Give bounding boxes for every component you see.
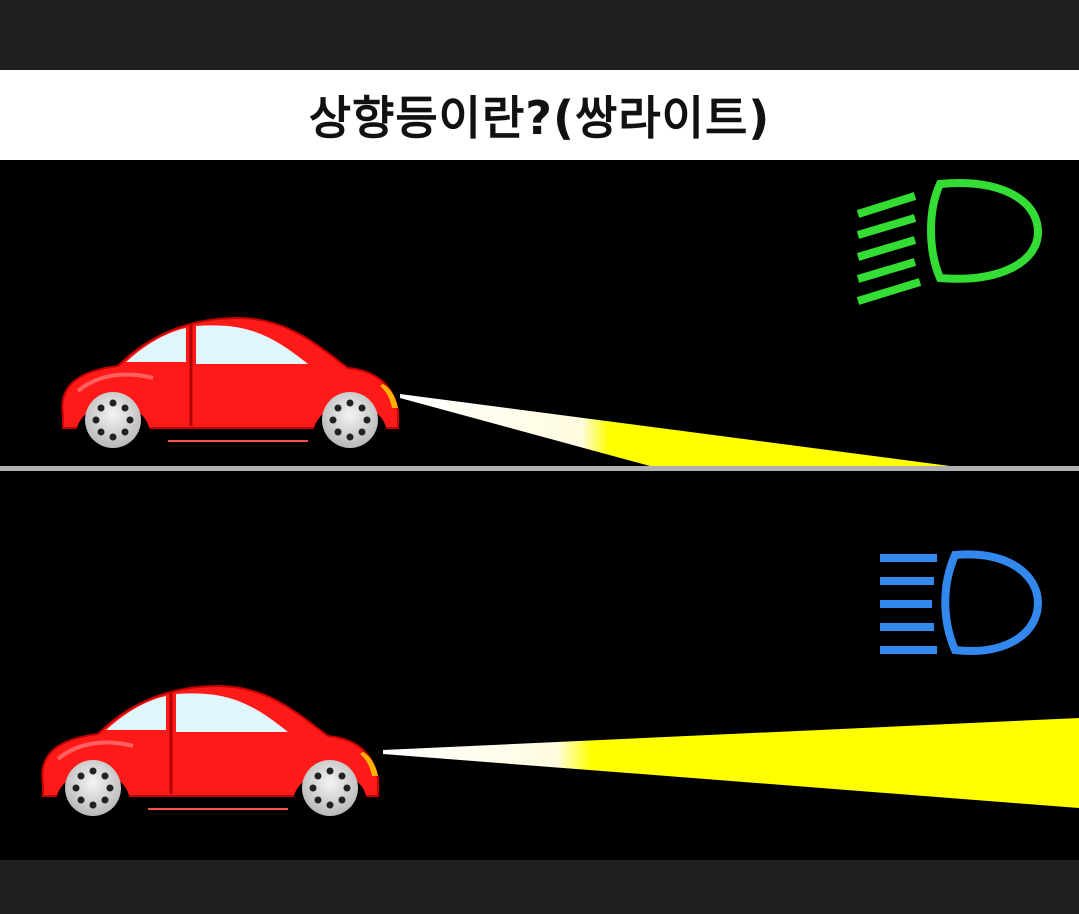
low-beam-light — [400, 394, 950, 466]
page-title: 상향등이란?(쌍라이트) — [308, 91, 771, 145]
title-band: 상향등이란?(쌍라이트) — [0, 70, 1079, 160]
road-line — [0, 466, 1079, 471]
high-beam-headlight-icon — [880, 550, 1043, 655]
panel-low-beam — [0, 179, 1079, 471]
car-top — [60, 316, 400, 448]
car-bottom — [40, 684, 380, 816]
panel-high-beam — [40, 550, 1079, 816]
high-beam-light — [383, 718, 1079, 808]
low-beam-headlight-icon — [856, 179, 1043, 305]
top-letterbox — [0, 0, 1079, 70]
bottom-letterbox — [0, 860, 1079, 914]
